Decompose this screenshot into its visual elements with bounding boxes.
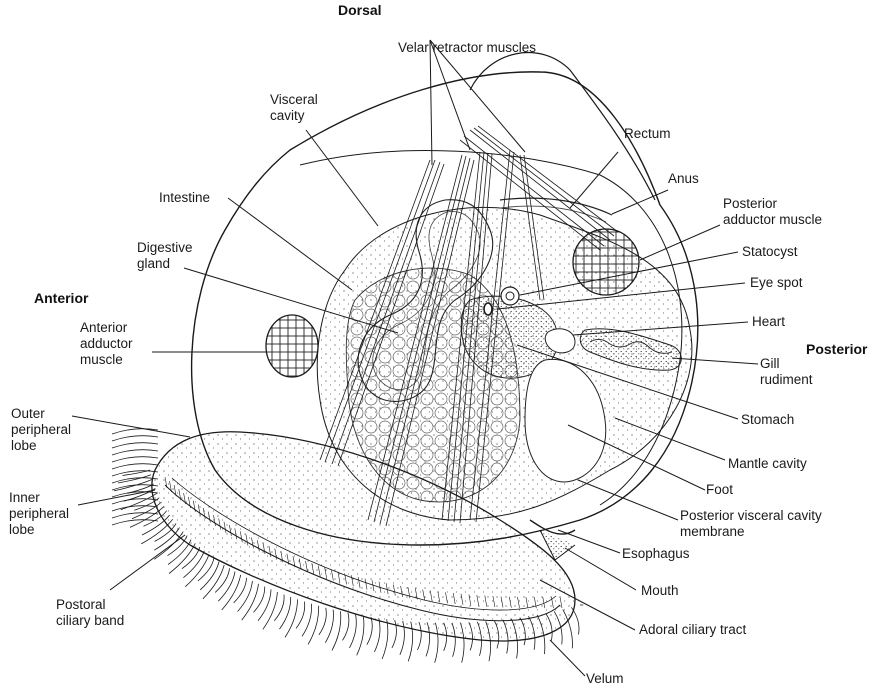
cilium bbox=[222, 575, 241, 610]
orientation-anterior: Anterior bbox=[34, 290, 88, 306]
cilium bbox=[357, 616, 364, 656]
label-posterior-adductor-muscle: Posterior adductor muscle bbox=[723, 196, 822, 228]
statocyst bbox=[501, 287, 519, 305]
label-stomach: Stomach bbox=[741, 412, 794, 428]
cilium bbox=[112, 464, 158, 469]
anterior-adductor-muscle bbox=[266, 315, 318, 377]
label-gill-rudiment: Gill rudiment bbox=[760, 356, 813, 388]
cilium bbox=[382, 619, 388, 659]
label-esophagus: Esophagus bbox=[622, 546, 690, 562]
cilium bbox=[183, 551, 204, 578]
cilium bbox=[350, 614, 357, 648]
label-velar-retractor-muscles: Velar retractor muscles bbox=[398, 40, 536, 56]
cilium bbox=[285, 599, 298, 637]
cilium bbox=[112, 457, 158, 462]
cilium bbox=[254, 587, 265, 613]
label-postoral-ciliary-band: Postoral ciliary band bbox=[56, 597, 124, 629]
eye-spot bbox=[484, 303, 492, 315]
cilium bbox=[112, 443, 158, 448]
label-mouth: Mouth bbox=[641, 583, 679, 599]
cilium bbox=[302, 604, 312, 637]
label-inner-peripheral-lobe: Inner peripheral lobe bbox=[9, 490, 69, 538]
cilium bbox=[374, 618, 380, 652]
cilium bbox=[367, 617, 372, 645]
posterior-adductor-muscle bbox=[573, 229, 639, 295]
label-foot: Foot bbox=[706, 482, 733, 498]
label-eye-spot: Eye spot bbox=[750, 275, 803, 291]
label-digestive-gland: Digestive gland bbox=[137, 240, 193, 272]
cilium bbox=[319, 608, 326, 635]
label-rectum: Rectum bbox=[624, 126, 671, 142]
cilium bbox=[112, 478, 158, 483]
cilium bbox=[112, 429, 158, 434]
label-heart: Heart bbox=[752, 314, 785, 330]
cilium bbox=[343, 613, 349, 641]
cilium bbox=[258, 589, 271, 620]
cilium bbox=[112, 436, 158, 441]
label-velum: Velum bbox=[586, 671, 624, 687]
label-statocyst: Statocyst bbox=[742, 244, 798, 260]
label-visceral-cavity: Visceral cavity bbox=[270, 92, 318, 124]
cilium bbox=[274, 595, 284, 621]
cilium bbox=[185, 555, 209, 587]
label-mantle-cavity: Mantle cavity bbox=[728, 456, 807, 472]
label-adoral-ciliary-tract: Adoral ciliary tract bbox=[639, 622, 746, 638]
cilium bbox=[203, 565, 224, 599]
label-posterior-visceral-cavity-membrane: Posterior visceral cavity membrane bbox=[680, 508, 822, 540]
cilium bbox=[280, 597, 291, 629]
cilium bbox=[242, 584, 259, 620]
cilium bbox=[112, 450, 158, 455]
label-anterior-adductor-muscle: Anterior adductor muscle bbox=[80, 320, 133, 368]
label-outer-peripheral-lobe: Outer peripheral lobe bbox=[11, 406, 71, 454]
orientation-posterior: Posterior bbox=[806, 341, 867, 357]
cilium bbox=[308, 606, 319, 645]
label-intestine: Intestine bbox=[159, 190, 210, 206]
orientation-dorsal: Dorsal bbox=[338, 2, 382, 18]
label-anus: Anus bbox=[668, 171, 699, 187]
